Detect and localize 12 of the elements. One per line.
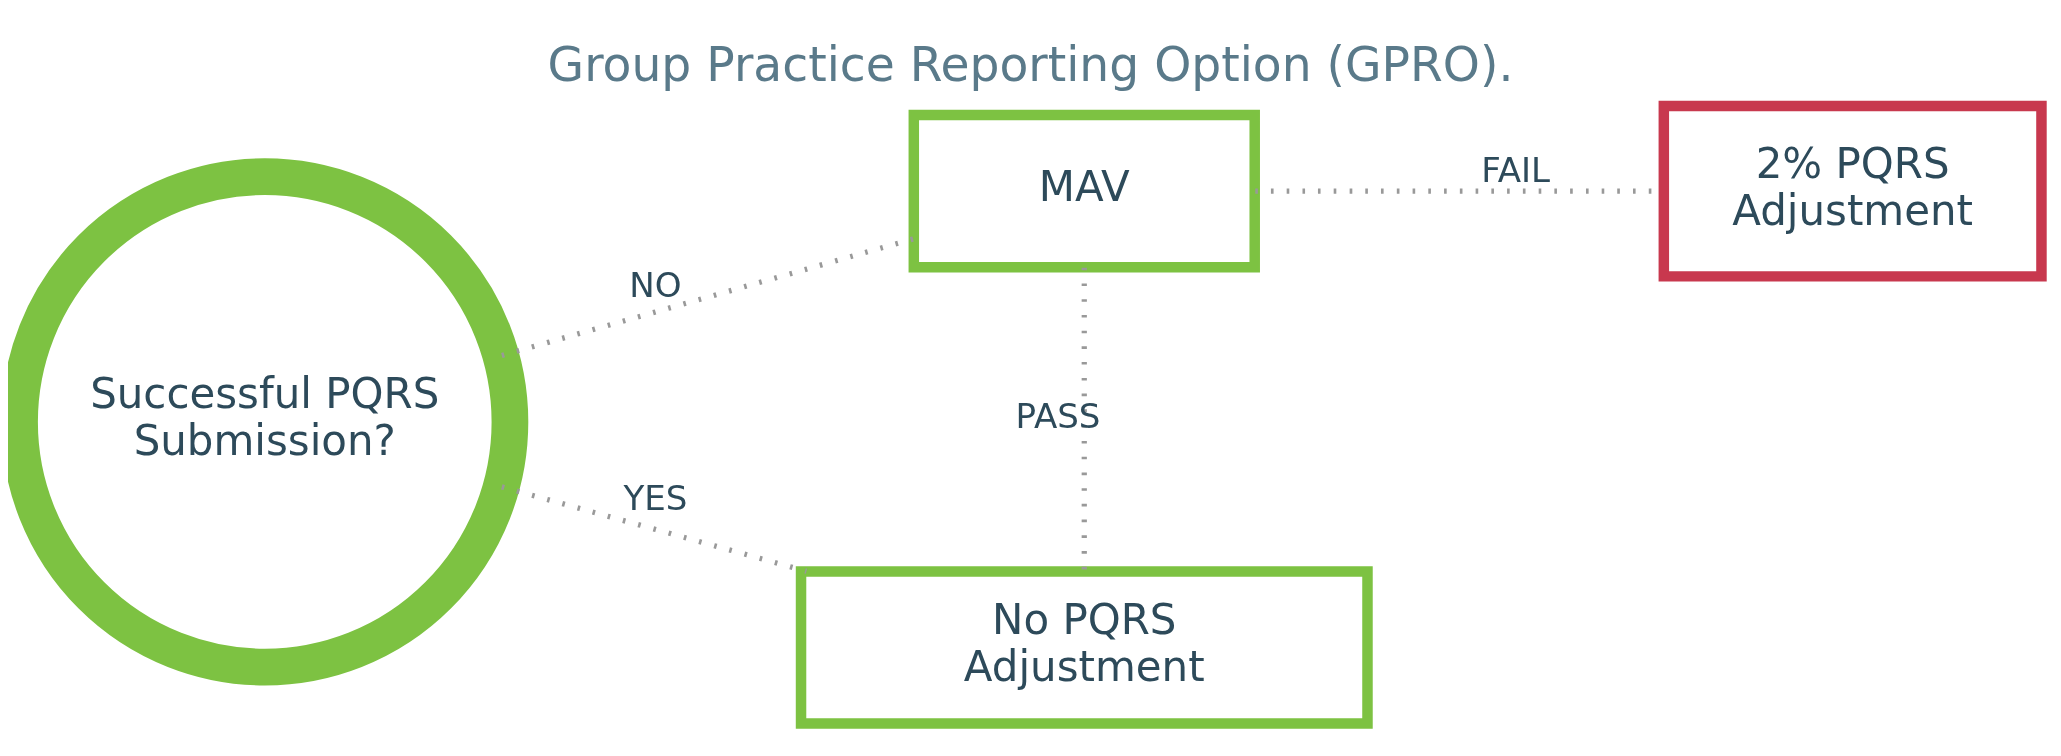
connector — [501, 236, 915, 358]
node-box: No PQRS Adjustment — [795, 566, 1373, 729]
edge-label: PASS — [1015, 396, 1101, 437]
edge-label: YES — [623, 477, 688, 518]
node-box: MAV — [908, 109, 1260, 273]
node-circle: Successful PQRS Submission? — [8, 158, 529, 686]
connector — [1081, 267, 1087, 572]
diagram-title: Group Practice Reporting Option (GPRO). — [547, 36, 1514, 92]
node-box: 2% PQRS Adjustment — [1658, 100, 2047, 282]
edge-label: NO — [629, 265, 682, 306]
connector — [501, 484, 808, 574]
edge-label: FAIL — [1481, 149, 1551, 190]
